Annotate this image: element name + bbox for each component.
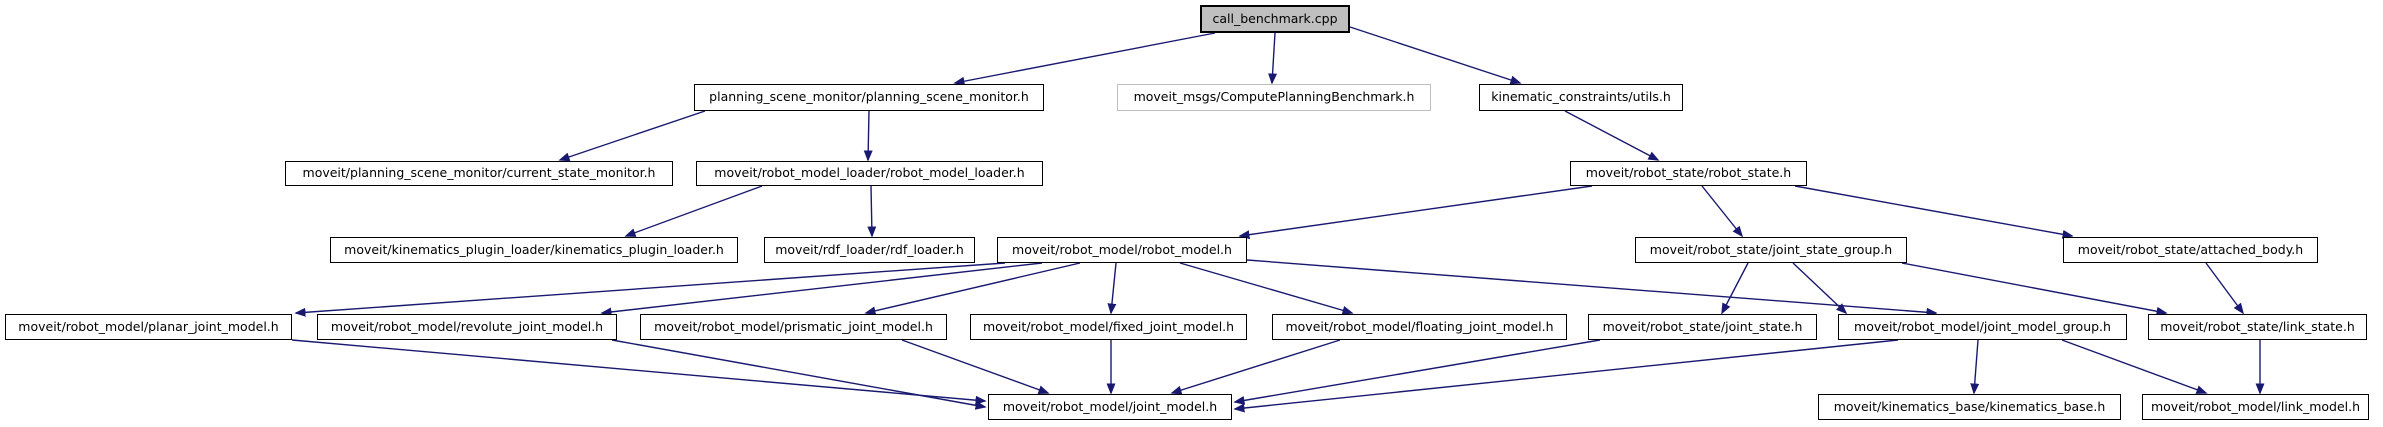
graph-node-label: moveit/robot_model/prismatic_joint_model… [654, 318, 933, 334]
edge-prismatic-jm [901, 339, 1050, 394]
graph-node-ls[interactable]: moveit/robot_state/link_state.h [2148, 314, 2367, 340]
graph-node-label: moveit/robot_model/floating_joint_model.… [1285, 318, 1554, 334]
edge-js-jm [1233, 339, 1601, 405]
edge-psm-csm [558, 110, 706, 162]
graph-node-label: moveit/planning_scene_monitor/current_st… [302, 165, 656, 181]
graph-node-rml[interactable]: moveit/robot_model_loader/robot_model_lo… [696, 161, 1043, 186]
graph-node-utils[interactable]: kinematic_constraints/utils.h [1479, 84, 1683, 111]
graph-node-revolute[interactable]: moveit/robot_model/revolute_joint_model.… [317, 314, 617, 340]
edge-rm-revolute [600, 262, 1043, 317]
graph-node-label: moveit/kinematics_plugin_loader/kinemati… [344, 241, 724, 257]
graph-node-label: call_benchmark.cpp [1212, 10, 1338, 26]
graph-node-prismatic[interactable]: moveit/robot_model/prismatic_joint_model… [640, 314, 947, 340]
edge-revolute-jm [611, 339, 987, 410]
graph-node-label: moveit/robot_model/revolute_joint_model.… [330, 318, 604, 334]
edge-rm-floating [1179, 262, 1354, 315]
graph-node-call_benchmark: call_benchmark.cpp [1200, 5, 1350, 33]
graph-node-rm[interactable]: moveit/robot_model/robot_model.h [997, 237, 1247, 263]
graph-node-psm[interactable]: planning_scene_monitor/planning_scene_mo… [694, 84, 1044, 111]
edge-rs-rm [1238, 185, 1593, 240]
edge-call_benchmark-psm [953, 32, 1216, 86]
graph-node-label: moveit/robot_model/fixed_joint_model.h [982, 318, 1235, 334]
graph-node-label: moveit/kinematics_base/kinematics_base.h [1833, 398, 2106, 414]
graph-node-rs[interactable]: moveit/robot_state/robot_state.h [1570, 161, 1807, 186]
edge-jmg-lm [2061, 339, 2208, 394]
graph-node-ab[interactable]: moveit/robot_state/attached_body.h [2063, 237, 2318, 263]
graph-node-label: moveit/robot_state/attached_body.h [2077, 241, 2304, 257]
graph-node-cpb: moveit_msgs/ComputePlanningBenchmark.h [1117, 84, 1431, 111]
edge-jmg-kb [1970, 339, 1980, 395]
edge-utils-rs [1564, 110, 1660, 161]
edge-rm-prismatic [864, 262, 1081, 316]
edge-rm-jmg [1246, 259, 1938, 317]
graph-node-kb[interactable]: moveit/kinematics_base/kinematics_base.h [1818, 394, 2121, 420]
graph-node-label: moveit/rdf_loader/rdf_loader.h [775, 241, 964, 257]
graph-node-label: moveit/robot_model/joint_model_group.h [1854, 318, 2111, 334]
edge-rs-ab [1794, 185, 2074, 239]
graph-node-jmg[interactable]: moveit/robot_model/joint_model_group.h [1838, 314, 2127, 340]
graph-node-label: moveit/robot_model/planar_joint_model.h [18, 318, 279, 334]
graph-node-fixed[interactable]: moveit/robot_model/fixed_joint_model.h [970, 314, 1247, 340]
graph-node-label: moveit/robot_state/joint_state_group.h [1649, 241, 1893, 257]
edge-rs-jsg [1701, 185, 1744, 238]
graph-node-lm[interactable]: moveit/robot_model/link_model.h [2142, 394, 2369, 420]
graph-node-label: moveit/robot_state/joint_state.h [1602, 318, 1803, 334]
graph-node-label: kinematic_constraints/utils.h [1491, 89, 1671, 105]
graph-node-floating[interactable]: moveit/robot_model/floating_joint_model.… [1272, 314, 1567, 340]
graph-node-label: moveit/robot_state/link_state.h [2160, 318, 2355, 334]
edge-ab-ls [2205, 262, 2244, 315]
graph-node-label: moveit_msgs/ComputePlanningBenchmark.h [1133, 89, 1415, 105]
edge-rm-fixed [1107, 262, 1117, 315]
graph-node-label: moveit/robot_model_loader/robot_model_lo… [714, 165, 1025, 181]
graph-node-jm[interactable]: moveit/robot_model/joint_model.h [988, 394, 1232, 420]
graph-node-jsg[interactable]: moveit/robot_state/joint_state_group.h [1635, 237, 1907, 263]
graph-node-label: moveit/robot_model/link_model.h [2150, 398, 2361, 414]
edge-psm-rml [863, 110, 873, 162]
edge-jsg-ls [1901, 262, 2168, 316]
edge-rm-planar [294, 262, 1006, 317]
graph-node-csm[interactable]: moveit/planning_scene_monitor/current_st… [285, 161, 673, 186]
edge-rml-kpl [624, 185, 763, 237]
edge-rml-rdf [867, 185, 877, 238]
edge-floating-jm [1170, 339, 1341, 395]
graph-node-label: moveit/robot_state/robot_state.h [1585, 165, 1792, 181]
graph-node-kpl[interactable]: moveit/kinematics_plugin_loader/kinemati… [330, 237, 738, 263]
graph-node-rdf[interactable]: moveit/rdf_loader/rdf_loader.h [764, 237, 975, 263]
graph-node-label: moveit/robot_model/joint_model.h [1002, 398, 1218, 414]
edge-jsg-js [1721, 262, 1749, 315]
graph-node-label: planning_scene_monitor/planning_scene_mo… [709, 89, 1029, 105]
edge-planar-jm [291, 339, 987, 405]
graph-node-js[interactable]: moveit/robot_state/joint_state.h [1588, 314, 1817, 340]
edge-call_benchmark-cpb [1268, 32, 1278, 85]
edge-call_benchmark-utils [1349, 26, 1522, 85]
graph-node-planar[interactable]: moveit/robot_model/planar_joint_model.h [5, 314, 292, 340]
edge-jsg-jmg [1792, 262, 1848, 315]
graph-node-label: moveit/robot_model/robot_model.h [1012, 241, 1232, 257]
edge-jmg-jm [1233, 339, 1899, 413]
